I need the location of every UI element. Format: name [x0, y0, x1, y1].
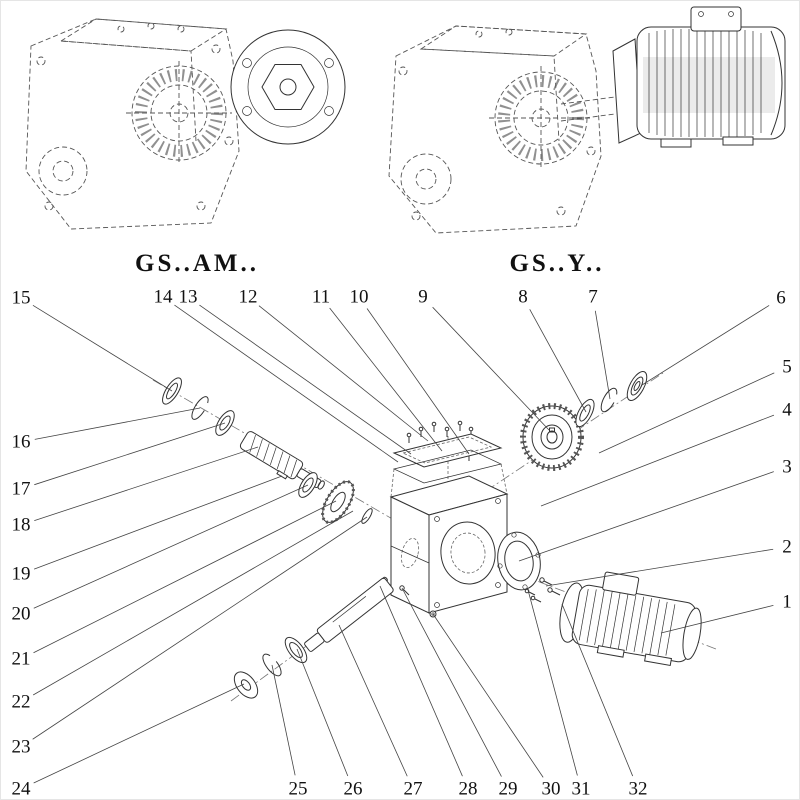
leader-line-20 [33, 484, 309, 609]
leader-line-30 [432, 613, 544, 778]
leader-line-9 [432, 306, 550, 431]
output-shaft [304, 577, 394, 652]
thrust-washer [575, 398, 595, 428]
snap-ring [191, 396, 209, 420]
leader-line-28 [379, 585, 463, 777]
output-bearing [284, 636, 308, 664]
housing-bore [440, 521, 496, 585]
gearbox-drawing-gs-am [25, 18, 346, 230]
leader-line-15 [32, 305, 173, 392]
leader-line-26 [296, 648, 349, 777]
leader-line-13 [199, 304, 412, 455]
input-shaft-parts [162, 377, 373, 524]
end-washer [233, 671, 259, 699]
motor-fins [648, 29, 762, 137]
gear-housing [389, 475, 509, 614]
oil-seal [626, 370, 648, 402]
output-snap-ring [262, 653, 282, 677]
cover-gasket [392, 449, 503, 484]
output-flange [230, 29, 346, 145]
exploded-view [32, 304, 775, 784]
leader-line-14 [174, 304, 399, 463]
leader-line-17 [34, 422, 226, 486]
leader-line-24 [33, 683, 245, 784]
leader-line-25 [271, 664, 296, 776]
leader-line-2 [545, 548, 774, 587]
retaining-ring [600, 387, 618, 413]
cover-plate-parts [392, 420, 503, 484]
leader-line-22 [32, 510, 354, 696]
leader-line-6 [641, 305, 770, 386]
leader-line-11 [329, 307, 443, 452]
leader-line-19 [33, 475, 283, 570]
leader-line-32 [561, 603, 634, 777]
leader-line-10 [366, 308, 470, 455]
motor-exploded [559, 571, 702, 667]
inspection-cover [392, 433, 503, 468]
output-gear [520, 403, 584, 471]
leader-line-18 [34, 446, 259, 522]
spacer-ring [361, 508, 373, 524]
leader-line-3 [518, 471, 774, 562]
leader-line-29 [401, 587, 502, 777]
leader-line-12 [258, 305, 429, 442]
leader-line-16 [34, 407, 201, 440]
motor-fins-exploded [578, 588, 676, 656]
leader-line-23 [32, 516, 368, 740]
cover-bolts [406, 420, 474, 443]
gear-side-rings [575, 370, 648, 428]
leader-lines [32, 304, 775, 784]
leader-line-8 [529, 309, 587, 413]
leader-line-4 [540, 414, 775, 507]
leader-line-21 [33, 500, 337, 654]
input-shaft-axis [152, 379, 402, 525]
leader-line-5 [598, 372, 775, 454]
worm-gear-disc [321, 480, 355, 524]
gearbox-drawing-gs-y [388, 6, 786, 234]
motor-drawing [612, 6, 786, 148]
leader-line-31 [527, 589, 578, 776]
leader-line-1 [660, 604, 774, 634]
leader-line-27 [338, 624, 408, 777]
output-shaft-parts [233, 576, 437, 699]
leader-line-7 [594, 310, 611, 400]
